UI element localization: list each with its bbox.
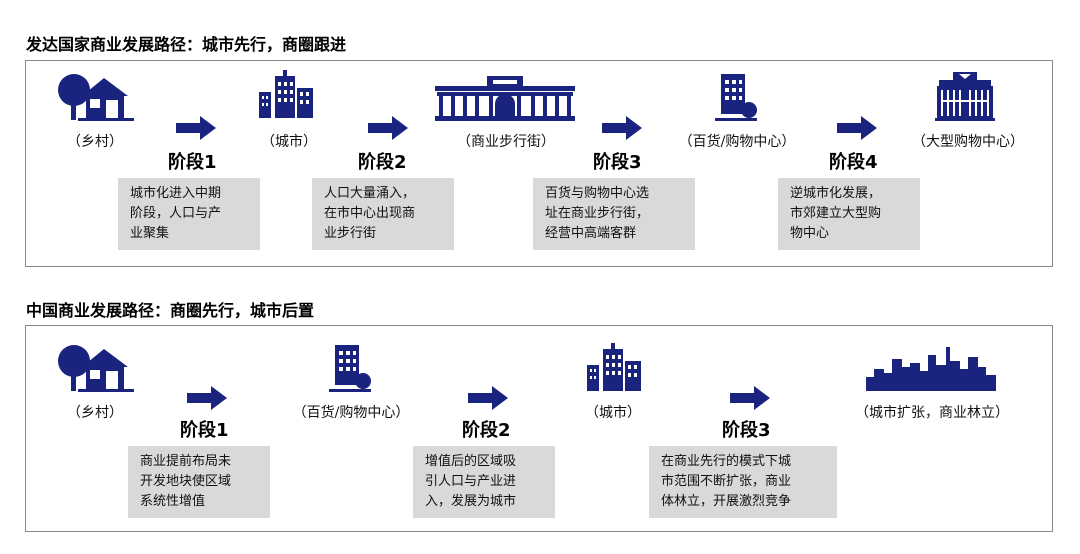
right-arrow-icon: [602, 116, 642, 140]
right-arrow-icon: [368, 116, 408, 140]
village-house-icon: [56, 343, 136, 393]
shopping-mall-icon: [935, 72, 995, 122]
city-buildings-icon: [585, 343, 645, 393]
stage-description-box: 在商业先行的模式下城 市范围不断扩张，商业 体林立，开展激烈竞争: [649, 446, 837, 518]
right-arrow-icon: [176, 116, 216, 140]
commercial-street-icon: [435, 72, 575, 122]
place-label: （百货/购物中心）: [292, 405, 410, 421]
right-arrow-icon: [730, 386, 770, 410]
right-arrow-icon: [837, 116, 877, 140]
stage-description-box: 逆城市化发展， 市郊建立大型购 物中心: [778, 178, 920, 250]
place-label: （大型购物中心）: [912, 134, 1024, 150]
place-label: （乡村）: [67, 405, 123, 421]
place-label: （城市）: [585, 405, 641, 421]
right-arrow-icon: [187, 386, 227, 410]
stage-description-box: 人口大量涌入， 在市中心出现商 业步行街: [312, 178, 454, 250]
place-label: （城市）: [261, 134, 317, 150]
stage-label: 阶段1: [180, 420, 229, 441]
stage-label: 阶段2: [358, 152, 407, 173]
stage-label: 阶段2: [462, 420, 511, 441]
section1-title: 发达国家商业发展路径：城市先行，商圈跟进: [26, 35, 347, 54]
stage-description-box: 百货与购物中心选 址在商业步行街， 经营中高端客群: [533, 178, 695, 250]
department-store-icon: [325, 343, 375, 393]
stage-label: 阶段3: [593, 152, 642, 173]
stage-label: 阶段1: [168, 152, 217, 173]
place-label: （商业步行街）: [457, 134, 555, 150]
department-store-icon: [711, 72, 761, 122]
place-label: （城市扩张，商业林立）: [855, 405, 1009, 421]
city-skyline-icon: [866, 347, 996, 392]
stage-description-box: 商业提前布局未 开发地块使区域 系统性增值: [128, 446, 270, 518]
section2-title: 中国商业发展路径：商圈先行，城市后置: [26, 301, 315, 320]
place-label: （百货/购物中心）: [678, 134, 796, 150]
city-buildings-icon: [257, 70, 317, 120]
stage-label: 阶段4: [829, 152, 878, 173]
stage-description-box: 增值后的区域吸 引人口与产业进 入，发展为城市: [413, 446, 555, 518]
place-label: （乡村）: [67, 134, 123, 150]
village-house-icon: [56, 72, 136, 122]
stage-label: 阶段3: [722, 420, 771, 441]
right-arrow-icon: [468, 386, 508, 410]
stage-description-box: 城市化进入中期 阶段，人口与产 业聚集: [118, 178, 260, 250]
